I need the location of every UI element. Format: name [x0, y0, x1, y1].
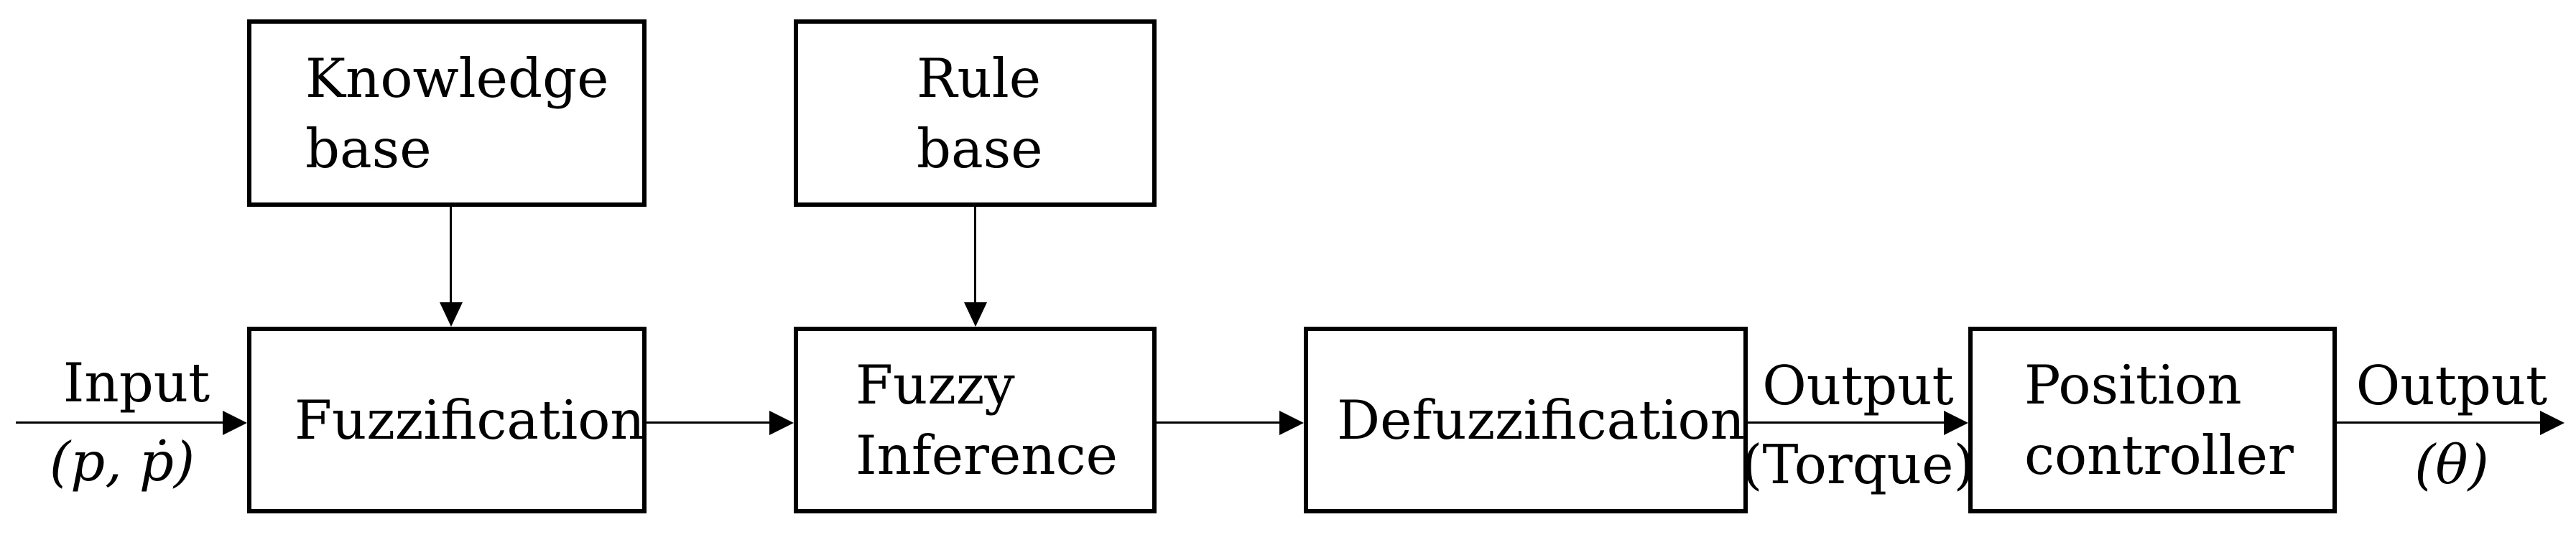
arrowhead-right-icon	[223, 411, 247, 435]
arrow-line	[647, 421, 771, 424]
box-fuzzification: Fuzzification	[247, 327, 647, 513]
box-fuzzy-inference-label: Fuzzy Inference	[856, 353, 1118, 487]
box-fuzzification-label: Fuzzification	[295, 388, 645, 452]
output-torque-symbol: (Torque)	[1741, 433, 1975, 496]
arrowhead-right-icon	[1944, 411, 1968, 435]
arrowhead-down-icon	[964, 302, 987, 327]
arrow-line	[1157, 421, 1281, 424]
arrow-line	[974, 207, 976, 304]
box-rule-base: Rule base	[794, 19, 1157, 207]
arrow-line	[450, 207, 452, 304]
box-rule-base-label: Rule base	[917, 46, 1043, 180]
arrowhead-right-icon	[2540, 411, 2565, 435]
box-defuzzification: Defuzzification	[1304, 327, 1748, 513]
input-symbol: (p, ṗ)	[49, 430, 195, 493]
arrowhead-right-icon	[769, 411, 794, 435]
arrow-line	[2337, 421, 2542, 424]
output-torque-label: Output	[1762, 354, 1954, 417]
output-theta-label: Output	[2355, 354, 2548, 417]
box-knowledge-base: Knowledge base	[247, 19, 647, 207]
box-position-controller-label: Position controller	[2024, 353, 2294, 487]
output-theta-symbol: (θ)	[2414, 433, 2489, 496]
arrow-line	[16, 421, 224, 424]
arrowhead-right-icon	[1279, 411, 1304, 435]
arrow-line	[1748, 421, 1945, 424]
box-defuzzification-label: Defuzzification	[1337, 388, 1745, 452]
box-knowledge-base-label: Knowledge base	[305, 46, 609, 180]
box-position-controller: Position controller	[1968, 327, 2337, 513]
arrowhead-down-icon	[440, 302, 463, 327]
box-fuzzy-inference: Fuzzy Inference	[794, 327, 1157, 513]
input-label: Input	[62, 351, 210, 414]
